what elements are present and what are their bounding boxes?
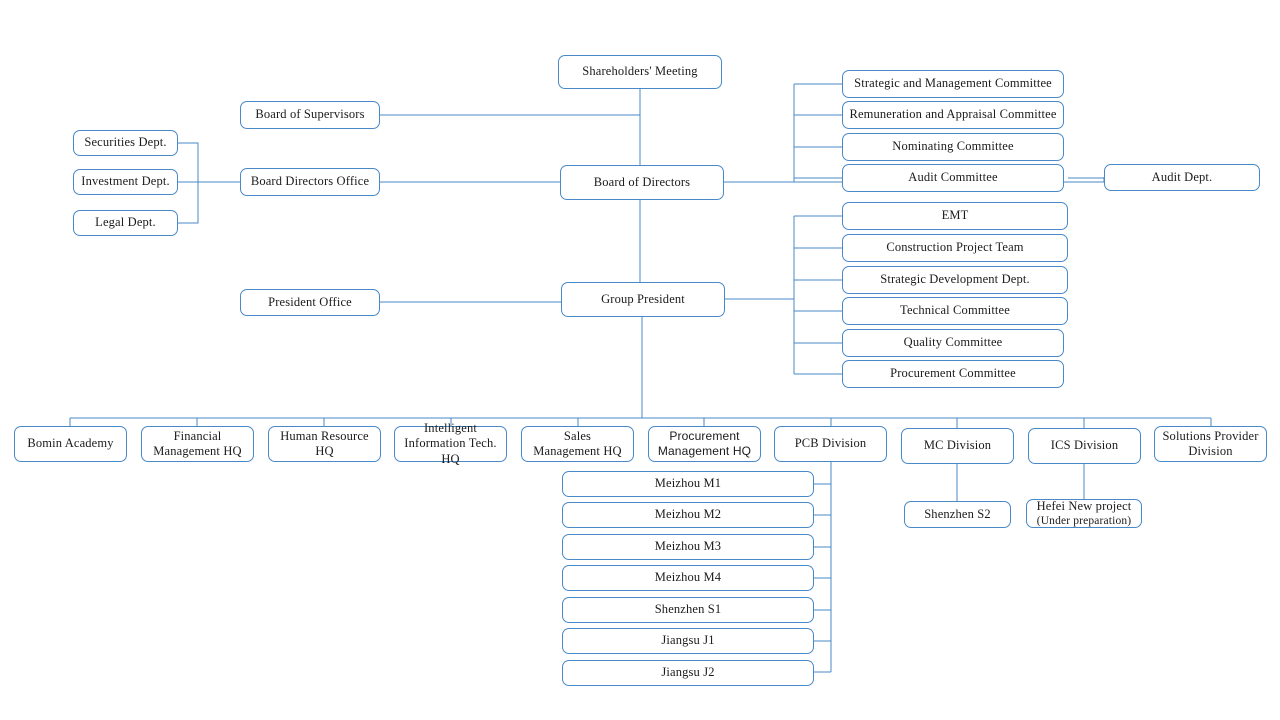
node-label: Shenzhen S2	[924, 506, 991, 521]
node-investment-dept[interactable]: Investment Dept.	[73, 169, 178, 195]
node-board-directors-office[interactable]: Board Directors Office	[240, 168, 380, 196]
node-board-of-supervisors[interactable]: Board of Supervisors	[240, 101, 380, 129]
node-label: Jiangsu J1	[661, 633, 715, 648]
node-mc-site-shenzhen-s2[interactable]: Shenzhen S2	[904, 501, 1011, 528]
node-label: Meizhou M1	[654, 476, 722, 491]
node-board-committee-0[interactable]: Strategic and Management Committee	[842, 70, 1064, 98]
node-label: Legal Dept.	[95, 215, 156, 230]
node-label: Audit Dept.	[1151, 169, 1213, 184]
node-label: Meizhou M2	[654, 507, 722, 522]
node-division-mc[interactable]: MC Division	[901, 428, 1014, 464]
node-president-committee-1[interactable]: Construction Project Team	[842, 234, 1068, 262]
node-label: MC Division	[923, 438, 992, 453]
node-label: PCB Division	[794, 436, 867, 451]
node-pcb-site-2[interactable]: Meizhou M3	[562, 534, 814, 560]
node-legal-dept[interactable]: Legal Dept.	[73, 210, 178, 236]
node-board-committee-2[interactable]: Nominating Committee	[842, 133, 1064, 161]
node-pcb-site-6[interactable]: Jiangsu J2	[562, 660, 814, 686]
node-label: Board Directors Office	[250, 174, 370, 189]
node-label: Strategic and Management Committee	[854, 76, 1052, 91]
node-group-president[interactable]: Group President	[561, 282, 725, 317]
node-label: Investment Dept.	[81, 174, 170, 189]
node-president-committee-4[interactable]: Quality Committee	[842, 329, 1064, 357]
node-president-committee-3[interactable]: Technical Committee	[842, 297, 1068, 325]
node-pcb-site-5[interactable]: Jiangsu J1	[562, 628, 814, 654]
node-board-committee-1[interactable]: Remuneration and Appraisal Committee	[842, 101, 1064, 129]
node-pcb-site-0[interactable]: Meizhou M1	[562, 471, 814, 497]
node-label: EMT	[941, 208, 969, 223]
node-label: Nominating Committee	[892, 139, 1014, 154]
node-label: Remuneration and Appraisal Committee	[849, 107, 1057, 122]
node-president-committee-2[interactable]: Strategic Development Dept.	[842, 266, 1068, 294]
node-pcb-site-3[interactable]: Meizhou M4	[562, 565, 814, 591]
node-label: Meizhou M3	[654, 539, 722, 554]
node-shareholders-meeting[interactable]: Shareholders' Meeting	[558, 55, 722, 89]
node-pcb-site-1[interactable]: Meizhou M2	[562, 502, 814, 528]
node-board-committee-3[interactable]: Audit Committee	[842, 164, 1064, 192]
node-label: Board of Supervisors	[255, 107, 365, 122]
node-president-committee-0[interactable]: EMT	[842, 202, 1068, 230]
node-label: Group President	[601, 291, 685, 306]
node-board-of-directors[interactable]: Board of Directors	[560, 165, 724, 200]
node-audit-dept[interactable]: Audit Dept.	[1104, 164, 1260, 191]
node-label: President Office	[268, 294, 352, 309]
node-division-ics[interactable]: ICS Division	[1028, 428, 1141, 464]
node-label: Construction Project Team	[886, 240, 1024, 255]
node-label: Board of Directors	[593, 174, 691, 189]
node-label: Strategic Development Dept.	[880, 272, 1030, 287]
node-label: Bomin Academy	[27, 436, 114, 451]
node-label: Technical Committee	[900, 303, 1010, 318]
node-label: Audit Committee	[908, 170, 998, 185]
node-label: Securities Dept.	[84, 135, 167, 150]
node-label: Hefei New project	[1036, 498, 1132, 513]
node-label: Meizhou M4	[654, 570, 722, 585]
node-label: Shareholders' Meeting	[582, 64, 698, 79]
node-ics-site-hefei-new-project[interactable]: Hefei New project (Under preparation)	[1026, 499, 1142, 528]
node-label: Quality Committee	[903, 335, 1003, 350]
node-president-office[interactable]: President Office	[240, 289, 380, 316]
node-pcb-site-4[interactable]: Shenzhen S1	[562, 597, 814, 623]
node-label: ICS Division	[1050, 438, 1119, 453]
node-sublabel: (Under preparation)	[1036, 515, 1132, 528]
node-president-committee-5[interactable]: Procurement Committee	[842, 360, 1064, 388]
node-label: Shenzhen S1	[654, 602, 722, 617]
node-securities-dept[interactable]: Securities Dept.	[73, 130, 178, 156]
node-label: Procurement Committee	[890, 366, 1016, 381]
node-division-pcb[interactable]: PCB Division	[774, 426, 887, 462]
edge-depts-bracket	[178, 142, 199, 224]
node-label: Jiangsu J2	[661, 665, 715, 680]
node-division-bomin-academy[interactable]: Bomin Academy	[14, 426, 127, 462]
